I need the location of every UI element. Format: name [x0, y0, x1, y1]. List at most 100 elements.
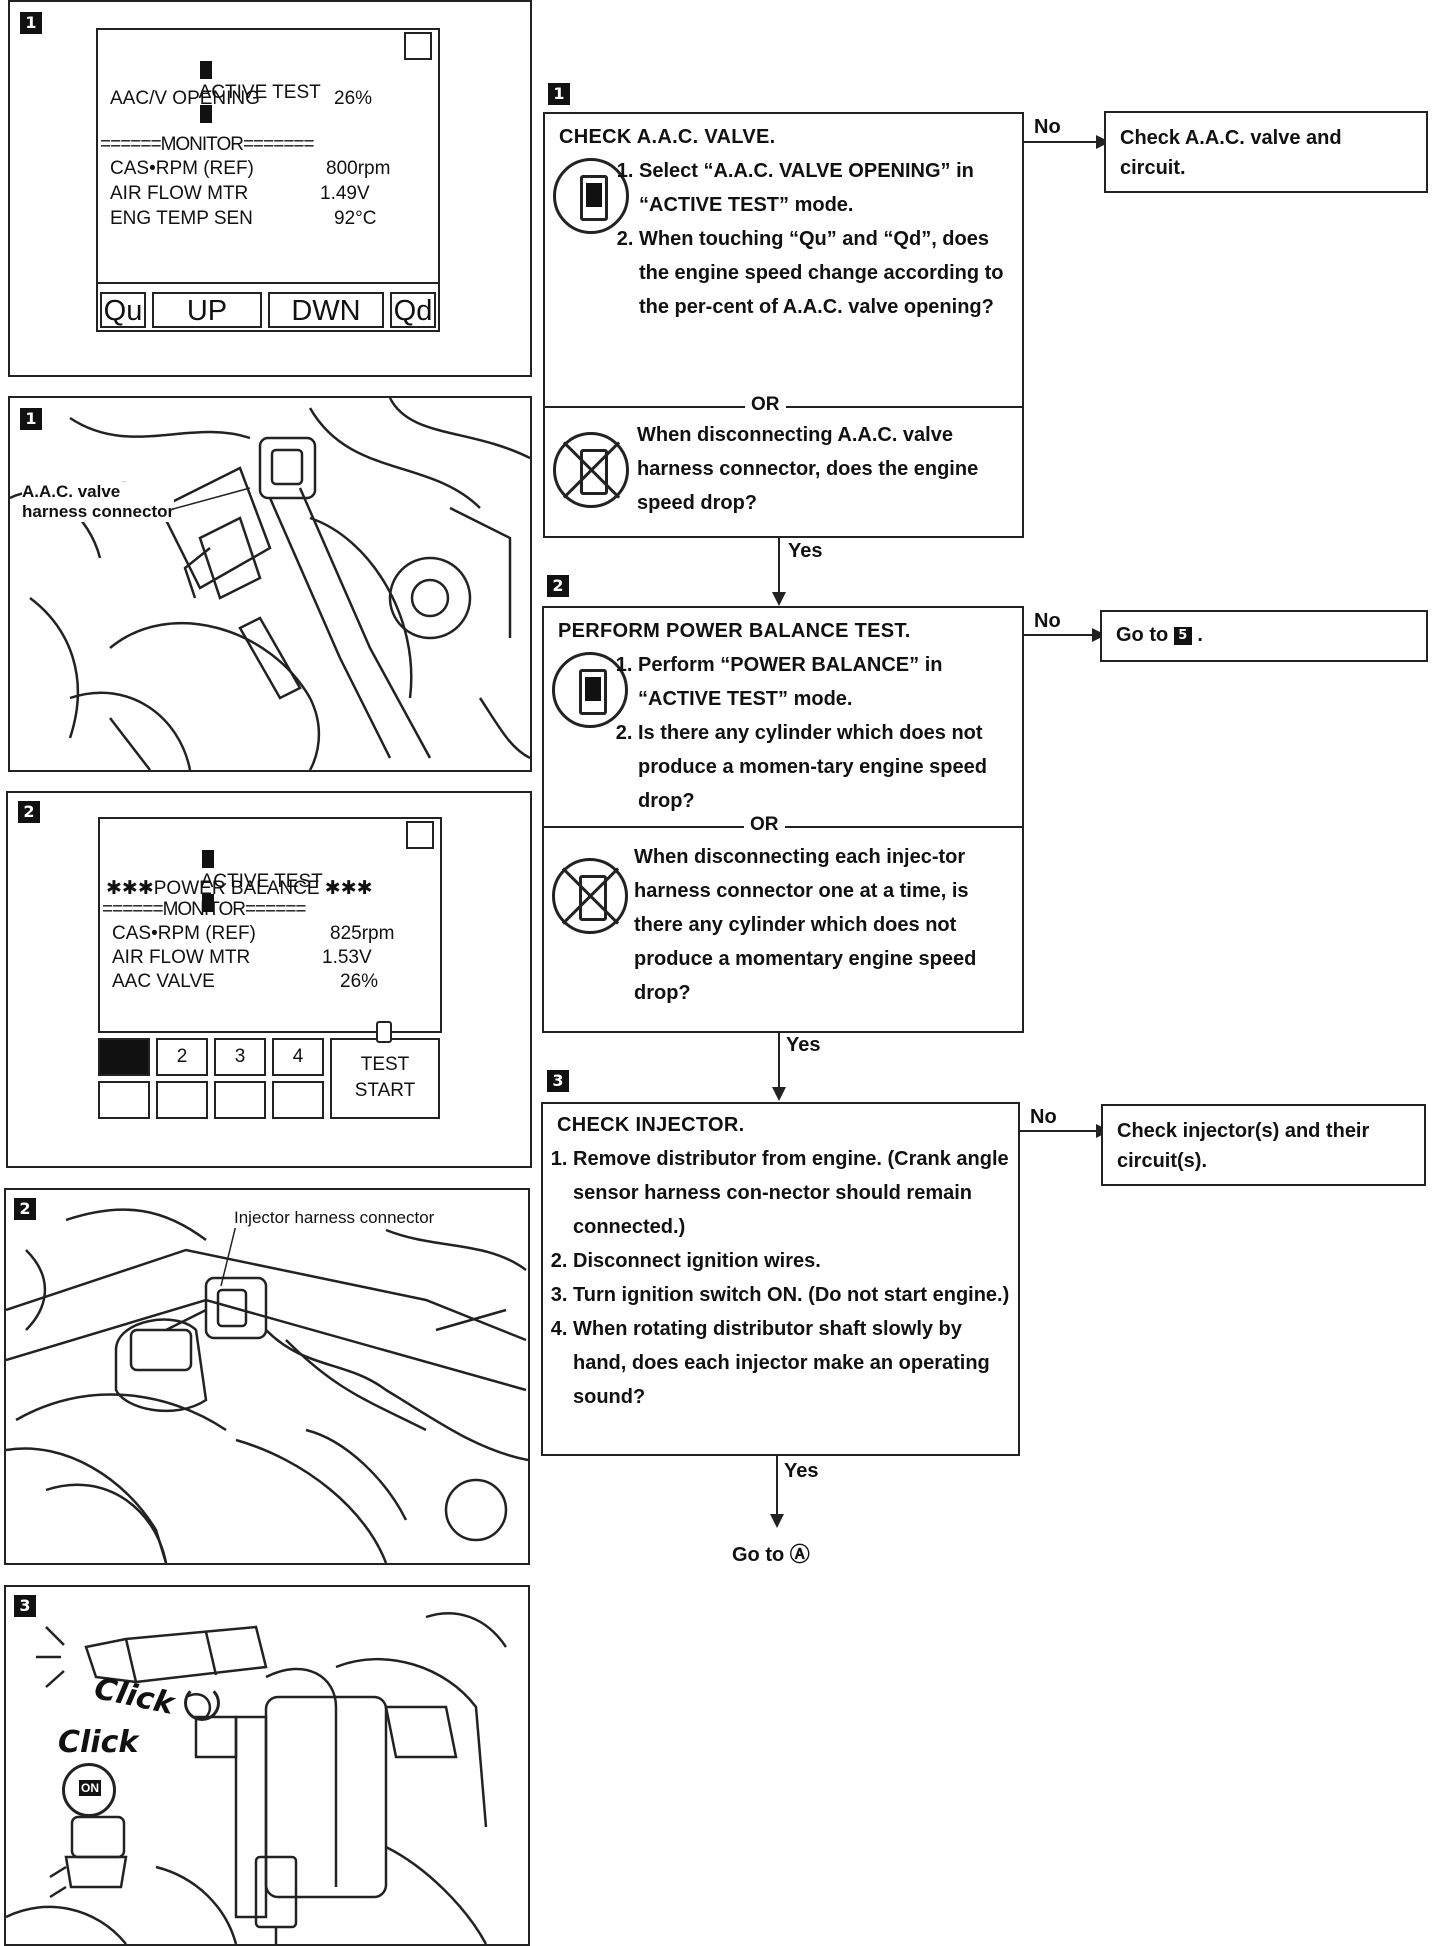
- step-badge: 1: [20, 408, 42, 430]
- no-connector: [1024, 634, 1096, 636]
- no-result-box: Check A.A.C. valve and circuit.: [1104, 111, 1428, 193]
- engine-illustration: [10, 398, 530, 770]
- title-block-icon: [199, 61, 212, 79]
- monitor-row-label: AIR FLOW MTR: [110, 183, 249, 204]
- goto-suffix: .: [1197, 624, 1203, 646]
- illustration-panel-injector-click: 3 Click Click ON: [4, 1585, 530, 1946]
- test-start-line: TEST: [360, 1054, 410, 1075]
- monitor-row-value: 26%: [340, 971, 379, 992]
- empty-cell[interactable]: [272, 1081, 324, 1119]
- no-label: No: [1034, 116, 1061, 138]
- monitor-row-label: AAC VALVE: [112, 971, 215, 992]
- yes-label: Yes: [788, 540, 823, 562]
- disconnected-tool-icon: [553, 432, 629, 508]
- callout-label: A.A.C. valve harness connector: [22, 482, 175, 522]
- test-start-line: START: [354, 1080, 416, 1101]
- no-result-box: Check injector(s) and their circuit(s).: [1101, 1104, 1426, 1186]
- cylinder-1-button[interactable]: [98, 1038, 150, 1076]
- screen-divider: [98, 282, 438, 284]
- test-start-button[interactable]: TEST START: [330, 1038, 440, 1119]
- no-connector: [1020, 1130, 1100, 1132]
- screen-title-row: ACTIVE TEST: [168, 38, 321, 148]
- illustration-panel-aac-connector: 1 A.A.C. valve: [8, 396, 532, 772]
- instruction-item: Turn ignition switch ON. (Do not start e…: [573, 1278, 1013, 1312]
- aac-label: AAC/V OPENING: [110, 88, 260, 109]
- dwn-button[interactable]: DWN: [268, 292, 384, 328]
- step-badge: 2: [547, 575, 569, 597]
- no-label: No: [1030, 1106, 1057, 1128]
- go-to-a-label[interactable]: Go to Ⓐ: [732, 1544, 810, 1566]
- checkbox-icon: [406, 821, 434, 849]
- title-block-icon: [201, 894, 214, 912]
- step-badge[interactable]: 5: [1173, 626, 1192, 645]
- cylinder-4-button[interactable]: 4: [272, 1038, 324, 1076]
- step-instructions: Remove distributor from engine. (Crank a…: [543, 1142, 1013, 1414]
- arrow-down-icon: [772, 592, 786, 606]
- consult-tool-icon: [553, 158, 629, 234]
- goto-text: Go to: [1116, 624, 1169, 646]
- distributor-illustration: [6, 1612, 508, 1944]
- monitor-row-value: 800rpm: [326, 158, 391, 179]
- illustration-panel-aac-screen: 1 ACTIVE TEST AAC/V OPENING 26% ======MO…: [8, 0, 532, 377]
- callout-line: harness connector: [22, 502, 175, 521]
- cylinder-2-button[interactable]: 2: [156, 1038, 208, 1076]
- empty-cell[interactable]: [156, 1081, 208, 1119]
- empty-cell[interactable]: [214, 1081, 266, 1119]
- step-title: CHECK INJECTOR.: [557, 1114, 745, 1136]
- callout-label: Injector harness connector: [234, 1208, 435, 1228]
- screen-title: ACTIVE TEST: [198, 82, 321, 103]
- monitor-line: ======MONITOR=======: [100, 134, 315, 155]
- step-badge: 1: [548, 83, 570, 105]
- no-connector: [1024, 141, 1100, 143]
- step-badge: 2: [14, 1198, 36, 1220]
- click-label: Click: [58, 1725, 139, 1760]
- instruction-item: When touching “Qu” and “Qd”, does the en…: [639, 222, 1019, 324]
- instruction-item: When rotating distributor shaft slowly b…: [573, 1312, 1013, 1414]
- consult-screen: ACTIVE TEST ✱✱✱POWER BALANCE ✱✱✱ ======M…: [98, 817, 442, 1033]
- consult-screen: ACTIVE TEST AAC/V OPENING 26% ======MONI…: [96, 28, 440, 332]
- instruction-item: Perform “POWER BALANCE” in “ACTIVE TEST”…: [638, 648, 1018, 716]
- step-badge: 2: [18, 801, 40, 823]
- monitor-row-value: 1.49V: [320, 183, 370, 204]
- callout-line: A.A.C. valve: [22, 482, 121, 501]
- cylinder-3-button[interactable]: 3: [214, 1038, 266, 1076]
- screen-title-row: ACTIVE TEST: [170, 827, 323, 937]
- qu-button[interactable]: Qu: [100, 292, 146, 328]
- mode-line: ✱✱✱POWER BALANCE ✱✱✱: [106, 878, 373, 899]
- yes-label: Yes: [786, 1034, 821, 1056]
- instruction-item: Is there any cylinder which does not pro…: [638, 716, 1018, 818]
- monitor-row-label: CAS•RPM (REF): [112, 923, 256, 944]
- key-on-label: ON: [79, 1780, 101, 1796]
- monitor-row-label: AIR FLOW MTR: [112, 947, 251, 968]
- step-title: CHECK A.A.C. VALVE.: [559, 126, 776, 148]
- monitor-row-value: 1.53V: [322, 947, 372, 968]
- title-block-icon: [199, 105, 212, 123]
- power-balance-test-box: PERFORM POWER BALANCE TEST. Perform “POW…: [542, 606, 1024, 1033]
- step-title: PERFORM POWER BALANCE TEST.: [558, 620, 911, 642]
- or-label: OR: [744, 814, 785, 836]
- arrow-down-icon: [772, 1087, 786, 1101]
- finger-pointer-icon: [376, 1021, 392, 1043]
- up-button[interactable]: UP: [152, 292, 262, 328]
- check-aac-valve-box: CHECK A.A.C. VALVE. Select “A.A.C. VALVE…: [543, 112, 1024, 538]
- alternative-instruction: When disconnecting each injec-tor harnes…: [634, 846, 977, 1004]
- yes-connector: [776, 1456, 778, 1516]
- or-label: OR: [745, 394, 786, 416]
- step-instructions: Perform “POWER BALANCE” in “ACTIVE TEST”…: [608, 648, 1018, 818]
- step-badge: 3: [547, 1070, 569, 1092]
- qd-button[interactable]: Qd: [390, 292, 436, 328]
- step-instructions: Select “A.A.C. VALVE OPENING” in “ACTIVE…: [609, 154, 1019, 324]
- check-injector-box: CHECK INJECTOR. Remove distributor from …: [541, 1102, 1020, 1456]
- rotation-arrow-icon: [184, 1685, 220, 1721]
- instruction-item: Disconnect ignition wires.: [573, 1244, 1013, 1278]
- yes-connector: [778, 538, 780, 594]
- yes-connector: [778, 1033, 780, 1089]
- ignition-key-icon: ON: [62, 1763, 116, 1817]
- no-label: No: [1034, 610, 1061, 632]
- consult-tool-icon: [552, 652, 628, 728]
- empty-cell[interactable]: [98, 1081, 150, 1119]
- go-to-box: Go to 5 .: [1100, 610, 1428, 662]
- instruction-item: Select “A.A.C. VALVE OPENING” in “ACTIVE…: [639, 154, 1019, 222]
- instruction-item: Remove distributor from engine. (Crank a…: [573, 1142, 1013, 1244]
- screen-title: ACTIVE TEST: [200, 871, 323, 892]
